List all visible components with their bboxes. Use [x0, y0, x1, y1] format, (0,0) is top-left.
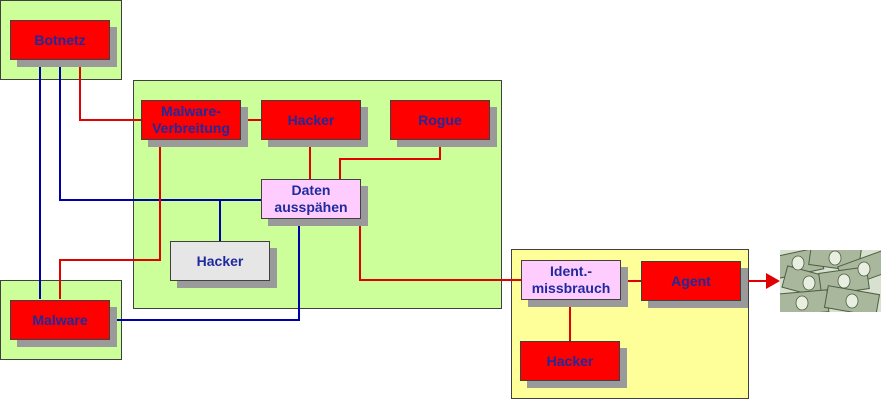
- ident-missbrauch-node: Ident.- missbrauch: [521, 260, 621, 300]
- arrow-head: [766, 273, 780, 289]
- hacker-node-top: Hacker: [261, 100, 361, 140]
- hacker-node-grey: Hacker: [170, 241, 270, 281]
- line-verbreitung-malware: [59, 141, 161, 299]
- money-banknotes-image: [780, 250, 881, 312]
- line-malware-daten: [110, 219, 300, 321]
- daten-ausspaehen-node: Daten ausspähen: [261, 179, 361, 219]
- hacker-node-bottom: Hacker: [520, 341, 620, 381]
- line-botnetz-daten: [59, 61, 262, 201]
- malware-verbreitung-node: Malware- Verbreitung: [141, 100, 241, 140]
- line-rogue-daten: [339, 141, 441, 179]
- agent-node: Agent: [641, 261, 741, 301]
- botnetz-node: Botnetz: [10, 20, 110, 60]
- line-daten-ident: [359, 219, 521, 281]
- line-botnetz-verbreitung: [79, 61, 141, 121]
- rogue-node: Rogue: [390, 100, 490, 140]
- malware-node: Malware: [10, 300, 110, 340]
